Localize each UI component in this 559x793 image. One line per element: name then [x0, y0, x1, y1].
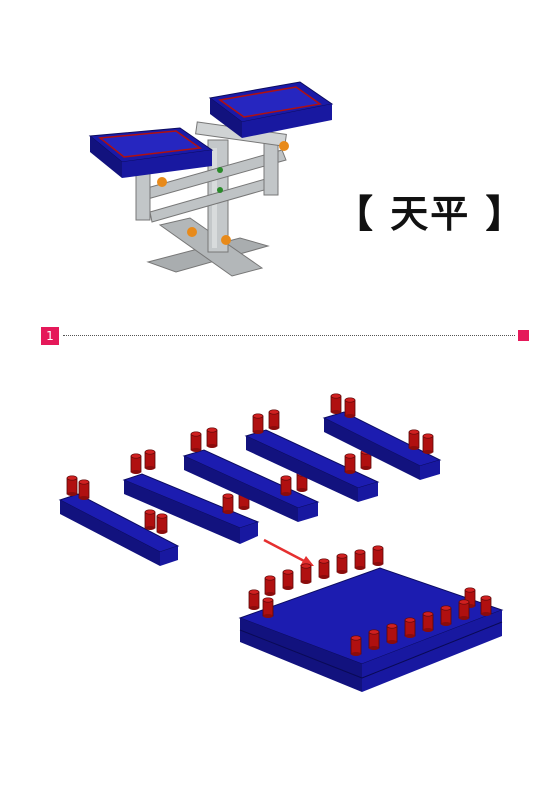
orange-connectors — [157, 141, 289, 245]
brick-plate-2 — [122, 449, 260, 544]
square-tray-result — [238, 545, 504, 692]
step-indicator: 1 — [41, 327, 531, 345]
right-tray — [208, 81, 334, 138]
assembly-arrow — [263, 538, 314, 566]
step-number-badge: 1 — [41, 327, 59, 345]
brick-plate-3 — [182, 427, 320, 522]
step-end-marker — [518, 330, 529, 341]
brick-plate-5 — [322, 393, 442, 480]
page-title: 【 天平 】 — [335, 192, 526, 236]
left-tray — [88, 127, 214, 178]
step-divider — [63, 335, 515, 336]
brick-plate-1 — [58, 475, 180, 566]
brick-plate-4 — [244, 409, 380, 502]
